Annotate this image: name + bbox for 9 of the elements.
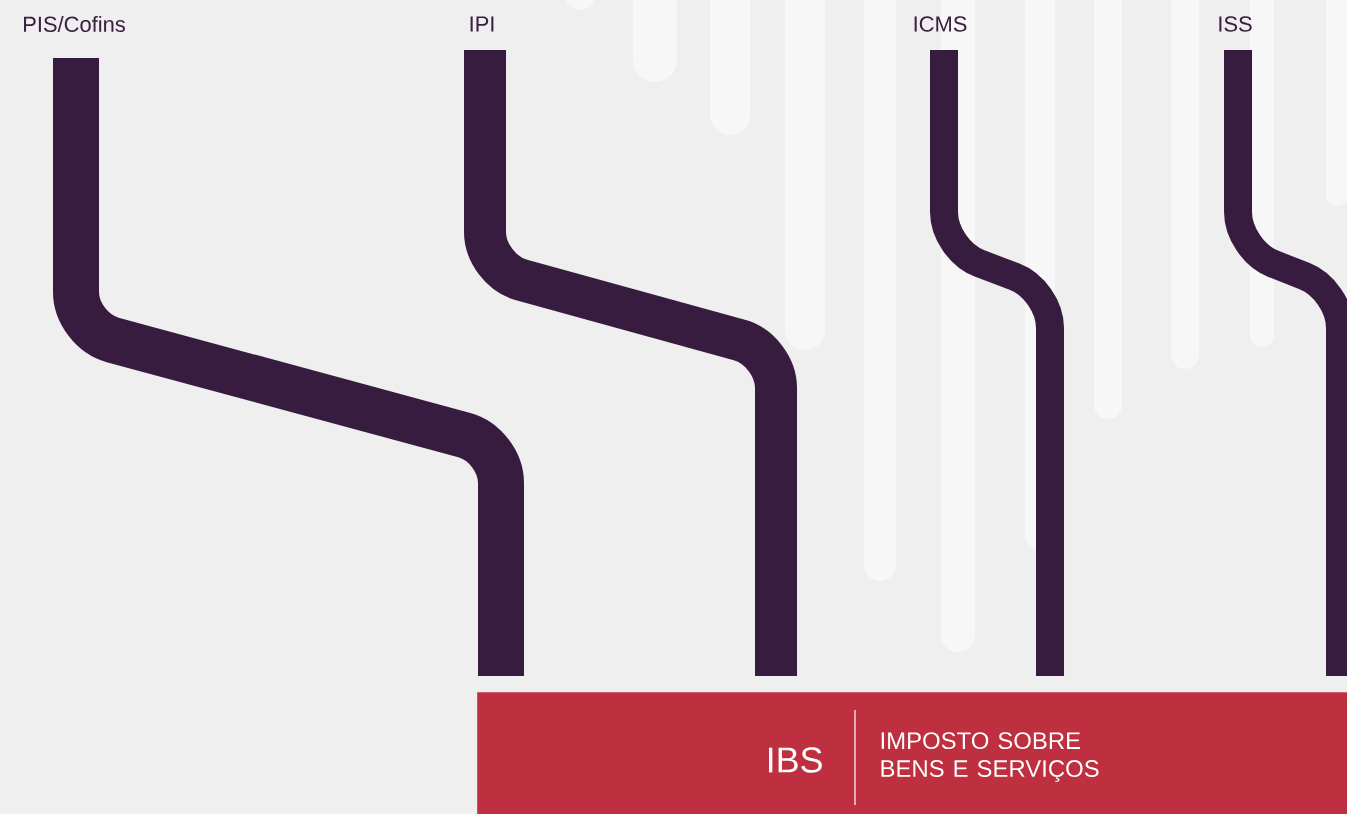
tax-label: ICMS [914,16,967,32]
flow-band [930,50,1064,676]
flow-band [464,50,797,676]
tax-label: IPI [470,16,494,32]
flow-band [53,58,524,676]
tax-label: PIS/Cofins [24,15,125,33]
tax-box: IBS IMPOSTO SOBRE BENS E SERVIÇOS [477,692,1347,814]
tax-label: ISS [1219,16,1252,32]
flow-band [1224,50,1347,676]
